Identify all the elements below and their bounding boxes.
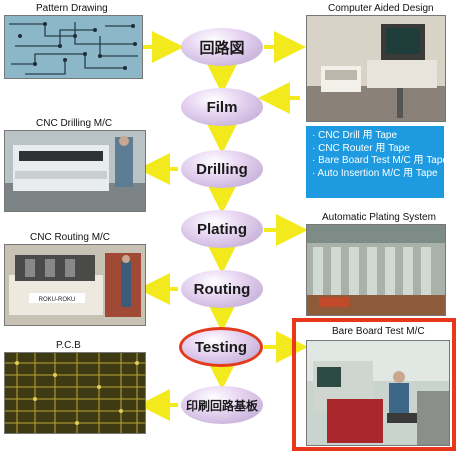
plating-system-image	[306, 224, 446, 316]
step-drilling: Drilling	[181, 150, 263, 188]
step-film: Film	[181, 88, 263, 126]
tape-item: · CNC Router 用 Tape	[312, 142, 410, 154]
tape-item: · CNC Drill 用 Tape	[312, 130, 398, 141]
step-circuit-diagram: 回路図	[181, 28, 263, 66]
cnc-drilling-image	[4, 130, 146, 212]
pattern-drawing-image	[4, 15, 143, 79]
step-testing: Testing	[179, 327, 263, 367]
pcb-image	[4, 352, 146, 434]
caption-cad: Computer Aided Design	[328, 3, 434, 14]
caption-cnc-drill: CNC Drilling M/C	[36, 118, 113, 129]
step-printed-circuit-board: 印刷回路基板	[181, 386, 263, 424]
step-plating: Plating	[181, 210, 263, 248]
caption-bbt: Bare Board Test M/C	[332, 326, 425, 337]
bare-board-test-image	[306, 340, 450, 446]
cnc-routing-image: ROKU-ROKU	[4, 244, 146, 326]
tape-item: · Bare Board Test M/C 用 Tape	[312, 155, 448, 166]
caption-pattern: Pattern Drawing	[36, 3, 108, 14]
router-brand-label: ROKU-ROKU	[39, 297, 76, 303]
tape-info-box: · CNC Drill 用 Tape · CNC Router 用 Tape ·…	[306, 126, 448, 198]
caption-plating-system: Automatic Plating System	[322, 212, 436, 223]
cad-image	[306, 15, 446, 122]
highlight-frame	[292, 318, 456, 451]
tape-item: · Auto Insertion M/C 用 Tape	[312, 167, 438, 179]
step-routing: Routing	[181, 270, 263, 308]
caption-pcb: P.C.B	[56, 340, 81, 351]
caption-cnc-routing: CNC Routing M/C	[30, 232, 111, 243]
